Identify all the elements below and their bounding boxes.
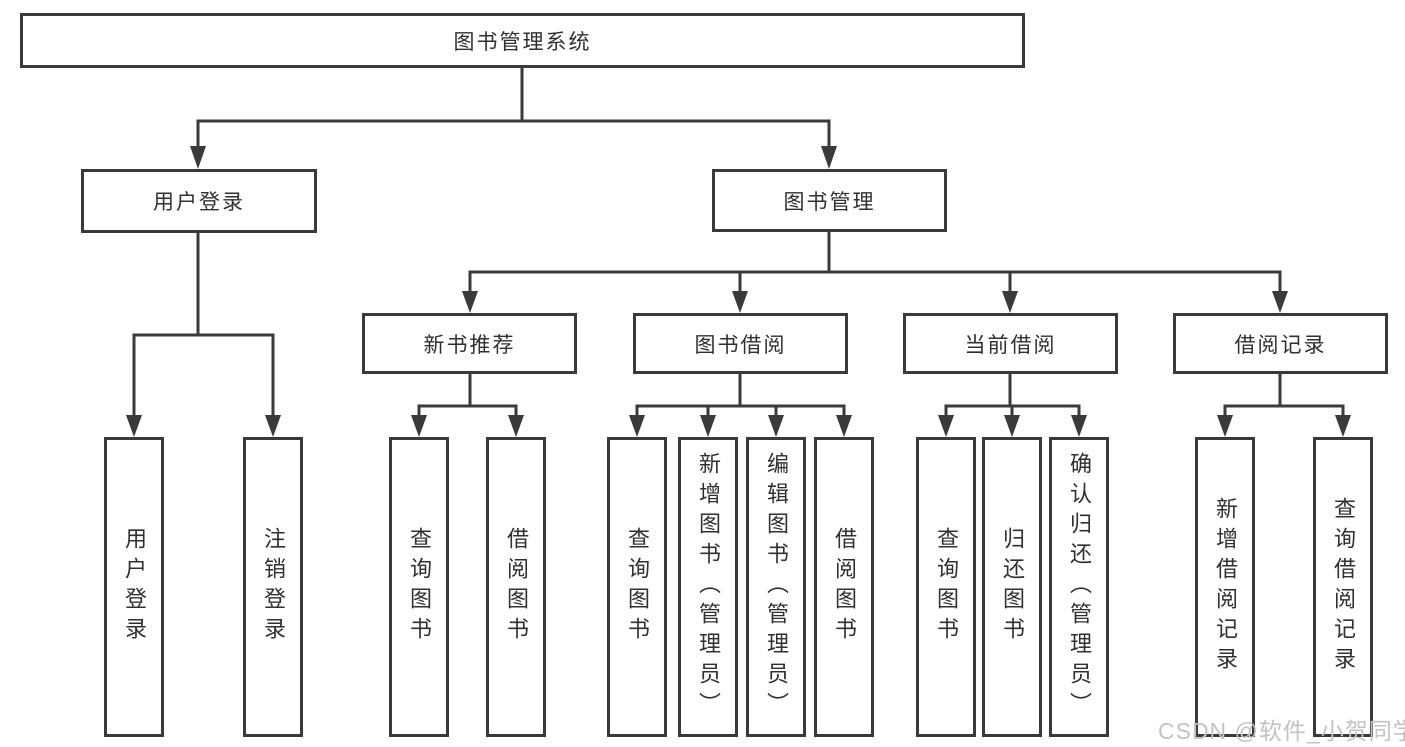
- leaf-borrow-books: 借阅图书: [814, 437, 874, 737]
- leaf-logout: 注销登录: [243, 437, 303, 737]
- leaf-add-borrow-record: 新增借阅记录: [1195, 437, 1255, 737]
- node-label: 借阅记录: [1234, 333, 1327, 357]
- leaf-borrow-books-recommend: 借阅图书: [486, 437, 546, 737]
- leaf-return-books: 归还图书: [982, 437, 1042, 737]
- node-book-management: 图书管理: [712, 169, 947, 232]
- node-label: 注销登录: [261, 527, 286, 647]
- node-label: 查询图书: [407, 527, 432, 647]
- arrowhead-icons: [126, 146, 1351, 437]
- csdn-watermark: CSDN @软件_小贺同学: [1158, 718, 1405, 744]
- node-label: 确认归还（管理员）: [1067, 452, 1092, 722]
- node-library-management-system: 图书管理系统: [20, 13, 1025, 68]
- node-label: 查询图书: [934, 527, 959, 647]
- node-label: 归还图书: [1000, 527, 1025, 647]
- node-user-login: 用户登录: [81, 169, 317, 233]
- leaf-query-books-recommend: 查询图书: [389, 437, 449, 737]
- leaf-edit-books-admin: 编辑图书（管理员）: [746, 437, 806, 737]
- node-current-borrowing: 当前借阅: [903, 313, 1118, 374]
- leaf-confirm-return-admin: 确认归还（管理员）: [1049, 437, 1109, 737]
- leaf-query-books-borrow: 查询图书: [607, 437, 667, 737]
- node-label: 新书推荐: [423, 333, 516, 357]
- node-label: 图书管理系统: [453, 30, 592, 54]
- node-label: 查询图书: [625, 527, 650, 647]
- node-label: 图书借阅: [694, 333, 787, 357]
- node-label: 查询借阅记录: [1331, 497, 1356, 677]
- node-book-borrowing: 图书借阅: [633, 313, 848, 374]
- node-label: 当前借阅: [964, 333, 1057, 357]
- node-label: 用户登录: [122, 527, 147, 647]
- node-borrowing-records: 借阅记录: [1173, 313, 1388, 374]
- node-label: 用户登录: [153, 191, 245, 214]
- node-label: 借阅图书: [504, 527, 529, 647]
- node-label: 图书管理: [783, 190, 876, 214]
- node-label: 借阅图书: [832, 527, 857, 647]
- node-label: 新增图书（管理员）: [696, 452, 721, 722]
- node-label: 新增借阅记录: [1213, 497, 1238, 677]
- node-label: 编辑图书（管理员）: [764, 452, 789, 722]
- leaf-user-login: 用户登录: [104, 437, 164, 737]
- leaf-add-books-admin: 新增图书（管理员）: [678, 437, 738, 737]
- node-new-book-recommendation: 新书推荐: [362, 313, 577, 374]
- leaf-query-books-current: 查询图书: [916, 437, 976, 737]
- leaf-query-borrow-record: 查询借阅记录: [1313, 437, 1373, 737]
